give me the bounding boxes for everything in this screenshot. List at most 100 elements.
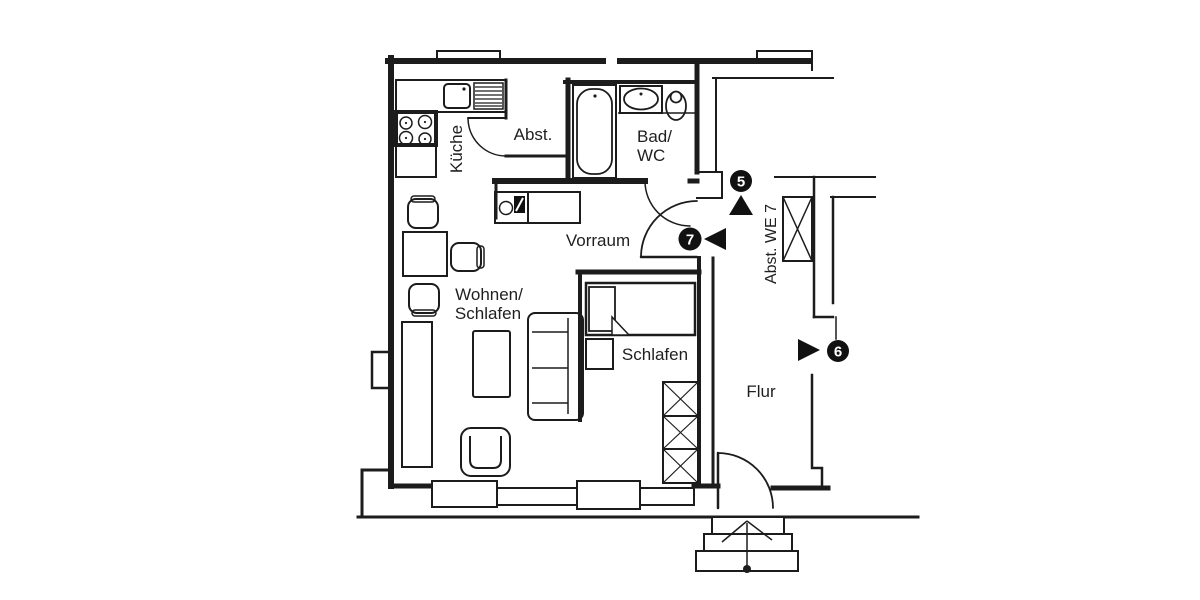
chair-top-back — [410, 195, 436, 203]
wall-entry-pier — [696, 171, 723, 199]
stair-direction-wings — [721, 520, 773, 543]
hall-counter — [527, 191, 581, 224]
dining-table-icon — [402, 231, 448, 277]
armchair-seat — [469, 436, 502, 469]
stair-direction-dot — [743, 565, 751, 573]
burner-2 — [417, 114, 433, 130]
couch-icon — [527, 312, 584, 421]
couch-outline — [527, 312, 584, 421]
bed-blanket-fold — [611, 315, 631, 336]
wardrobe-x-3 — [662, 448, 699, 484]
bathtub-drain-dot — [593, 94, 597, 98]
nightstand-icon — [585, 338, 614, 370]
room-label-flur: Flur — [746, 382, 776, 401]
drainer-lines — [475, 86, 502, 107]
bathtub-outer — [572, 84, 617, 179]
sink-faucet-dot — [462, 87, 466, 91]
drainer-icon — [473, 82, 504, 110]
marker-7-label: 7 — [686, 232, 694, 249]
chair-icon-bottom — [408, 283, 440, 314]
bathtub-inner — [576, 88, 613, 175]
coffee-table-icon — [472, 330, 511, 398]
burner-dot-2 — [423, 120, 427, 124]
wall-left-notch — [370, 350, 393, 390]
camera-marker-7: 7 — [678, 227, 726, 251]
bed-outline — [584, 281, 697, 337]
burner-3 — [398, 130, 414, 146]
marker-6-arrow-right-icon — [798, 339, 820, 361]
wall-top-parapet-right — [756, 50, 813, 71]
room-label-kueche: Küche — [447, 125, 466, 173]
window-bay-2 — [496, 487, 578, 506]
marker-5-circle — [730, 170, 752, 192]
view-markers: 5 7 6 — [678, 170, 849, 362]
stove-icon — [394, 110, 438, 147]
room-label-abst: Abst. — [514, 125, 553, 144]
step-2 — [703, 533, 793, 552]
toilet-tank — [669, 90, 683, 104]
washer-door-circle — [498, 200, 514, 216]
camera-marker-5: 5 — [729, 170, 753, 215]
wall-top-parapet-left — [436, 50, 501, 62]
flur-door-arc — [717, 452, 774, 509]
chair-bottom-back — [411, 309, 437, 317]
interior-walls — [492, 58, 876, 490]
armchair-icon — [460, 427, 511, 477]
hall-cabinets — [494, 191, 581, 224]
sink-icon — [443, 83, 471, 109]
burner-dot-1 — [404, 121, 408, 125]
marker-5-label: 5 — [737, 174, 745, 191]
kitchen-fixtures — [394, 79, 507, 178]
bath-door-arc — [644, 180, 691, 227]
wardrobe-box-3 — [662, 448, 699, 484]
burner-4 — [418, 132, 432, 146]
toilet-icon — [665, 90, 687, 121]
burner-1 — [399, 116, 413, 130]
bathroom-fixtures — [572, 84, 695, 179]
exterior-walls — [356, 50, 920, 519]
wardrobe-icon — [662, 381, 699, 484]
marker-5-arrow-up-icon — [729, 195, 753, 215]
washbasin-dot — [639, 92, 643, 96]
entrance-steps-icon — [695, 516, 799, 573]
wardrobe-x-2 — [662, 415, 699, 450]
wall-bottom-left-zigzag — [360, 468, 393, 519]
drainer-frame — [473, 82, 504, 110]
armchair-outline — [460, 427, 511, 477]
chair-right-back — [476, 245, 485, 269]
window-bay-1 — [431, 480, 498, 508]
room-label-wohnen-line1: Wohnen/ — [455, 285, 523, 304]
bathtub-icon — [572, 84, 617, 179]
burner-dot-4 — [423, 137, 427, 141]
closet-x — [782, 196, 813, 262]
room-labels: Küche Abst. Bad/ WC Vorraum Wohnen/ Schl… — [447, 125, 780, 401]
dining-set — [402, 195, 485, 317]
burner-dot-3 — [404, 136, 408, 140]
kitchen-abst-door-arc — [467, 117, 507, 157]
camera-marker-6: 6 — [798, 339, 849, 362]
doors — [467, 117, 774, 510]
entry-door-arc — [640, 200, 698, 258]
bedroom-furniture — [584, 281, 699, 484]
window-bay-4 — [639, 487, 695, 506]
couch-cushion-lines — [532, 331, 568, 404]
wardrobe-x-1 — [662, 381, 699, 417]
living-furniture — [401, 195, 584, 477]
room-label-bad-line2: WC — [637, 146, 665, 165]
chair-icon-top — [407, 198, 439, 229]
wall-flur-right — [810, 373, 824, 490]
landing-closet — [782, 196, 814, 262]
room-label-vorraum: Vorraum — [566, 231, 630, 250]
step-1 — [711, 516, 785, 535]
chair-icon-right — [450, 242, 482, 272]
sideboard-icon — [401, 321, 433, 468]
room-label-bad-line1: Bad/ — [637, 127, 672, 146]
marker-7-circle — [678, 227, 702, 251]
washbasin-bowl — [623, 87, 659, 111]
room-label-wohnen-line2: Schlafen — [455, 304, 521, 323]
marker-7-arrow-left-icon — [704, 228, 726, 250]
washer-flag-slash — [515, 197, 524, 212]
window-bay-3 — [576, 480, 641, 510]
